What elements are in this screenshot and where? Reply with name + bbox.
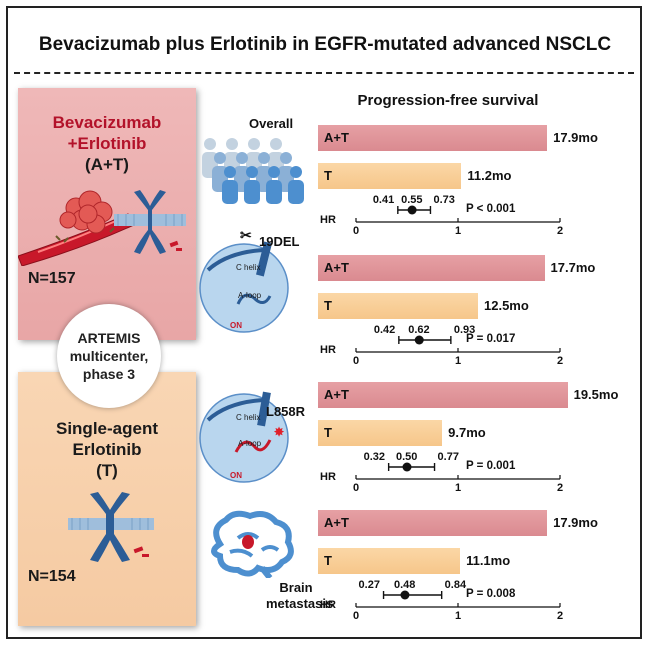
pfs-bar-label-19del-single: T xyxy=(324,298,332,313)
subgroup-label-overall: Overall xyxy=(249,116,294,131)
hr-tick-label-brain-1: 1 xyxy=(454,610,462,622)
svg-text:C helix: C helix xyxy=(236,413,260,422)
hr-value-label-overall-upper: 0.73 xyxy=(433,194,455,206)
pfs-value-overall-single: 11.2mo xyxy=(467,168,512,183)
pfs-bar-label-brain-combo: A+T xyxy=(324,515,349,530)
egfr-kinase-l858r-icon: ✸ A-loop C helix ON xyxy=(199,391,289,483)
hr-value-label-brain-lower: 0.27 xyxy=(358,579,380,591)
p-value-l858r: P = 0.001 xyxy=(466,460,516,472)
hr-tick-label-l858r-2: 2 xyxy=(556,482,564,494)
hr-tick-label-overall-0: 0 xyxy=(352,225,360,237)
hr-value-label-overall-lower: 0.41 xyxy=(372,194,395,206)
subgroup-label-19del: 19DEL xyxy=(259,234,300,249)
hr-tick-label-l858r-1: 1 xyxy=(454,482,462,494)
title-divider xyxy=(14,72,634,74)
combo-arm-line3: (A+T) xyxy=(85,155,129,174)
pfs-bar-label-overall-single: T xyxy=(324,168,332,183)
combo-arm-panel: Bevacizumab +Erlotinib (A+T) xyxy=(18,88,196,340)
pfs-value-brain-combo: 17.9mo xyxy=(553,515,598,530)
pfs-bar-l858r-single xyxy=(318,420,443,446)
pfs-bar-label-l858r-combo: A+T xyxy=(324,387,349,402)
single-arm-n: N=154 xyxy=(28,568,76,585)
hr-tick-label-overall-2: 2 xyxy=(556,225,564,237)
pfs-bar-label-19del-combo: A+T xyxy=(324,260,349,275)
single-arm-line2: Erlotinib xyxy=(72,440,142,459)
hr-tick-label-l858r-0: 0 xyxy=(352,482,360,494)
figure-title: Bevacizumab plus Erlotinib in EGFR-mutat… xyxy=(38,34,612,55)
svg-text:ON: ON xyxy=(230,321,242,330)
hr-tick-label-brain-0: 0 xyxy=(352,610,360,622)
hr-tick-label-overall-1: 1 xyxy=(454,225,462,237)
trial-design-badge: ARTEMIS multicenter, phase 3 xyxy=(57,304,161,408)
pfs-bar-l858r-combo xyxy=(318,382,568,408)
combo-arm-n: N=157 xyxy=(28,270,76,287)
egfr-receptor-icon xyxy=(68,492,154,562)
trial-line3: phase 3 xyxy=(82,366,136,382)
pfs-value-brain-single: 11.1mo xyxy=(466,553,511,568)
egfr-kinase-19del-icon: A-loop C helix ON ✂ xyxy=(199,227,289,333)
pfs-value-19del-single: 12.5mo xyxy=(484,298,529,313)
hr-point-overall xyxy=(407,205,417,215)
trial-line2: multicenter, xyxy=(69,348,149,364)
hr-axis-label-brain: HR xyxy=(320,599,336,611)
combo-arm-line1: Bevacizumab xyxy=(52,113,162,132)
hr-value-label-brain-upper: 0.84 xyxy=(444,579,467,591)
hr-value-label-l858r-lower: 0.32 xyxy=(363,451,386,463)
hr-point-19del xyxy=(414,335,424,345)
hr-value-label-19del-estimate: 0.62 xyxy=(408,324,430,336)
pfs-value-19del-combo: 17.7mo xyxy=(550,260,596,275)
pfs-value-l858r-single: 9.7mo xyxy=(448,425,486,440)
hr-tick-label-brain-2: 2 xyxy=(556,610,564,622)
pfs-bar-label-l858r-single: T xyxy=(324,425,332,440)
hr-axis-label-19del: HR xyxy=(320,344,336,356)
hr-value-label-19del-upper: 0.93 xyxy=(453,324,476,336)
pfs-bar-overall-single xyxy=(318,163,462,189)
hr-value-label-overall-estimate: 0.55 xyxy=(401,194,423,206)
single-arm-line3: (T) xyxy=(96,461,118,480)
svg-text:✂: ✂ xyxy=(240,227,252,243)
hr-point-l858r xyxy=(402,462,412,472)
svg-text:ON: ON xyxy=(230,471,242,480)
hr-tick-label-19del-1: 1 xyxy=(454,355,462,367)
pfs-bar-overall-combo xyxy=(318,125,548,151)
pfs-bar-label-brain-single: T xyxy=(324,553,332,568)
svg-text:A-loop: A-loop xyxy=(238,439,262,448)
hr-point-brain xyxy=(400,590,410,600)
hr-axis-label-l858r: HR xyxy=(320,471,336,483)
pfs-bar-19del-single xyxy=(318,293,478,319)
hr-value-label-brain-estimate: 0.48 xyxy=(393,579,416,591)
pfs-bar-brain-combo xyxy=(318,510,548,536)
hr-value-label-l858r-estimate: 0.50 xyxy=(396,451,418,463)
people-group-icon xyxy=(202,138,304,204)
hr-value-label-l858r-upper: 0.77 xyxy=(437,451,459,463)
svg-text:✸: ✸ xyxy=(273,425,285,439)
p-value-19del: P = 0.017 xyxy=(466,333,516,345)
egfr-receptor-icon xyxy=(114,190,186,254)
hr-tick-label-19del-2: 2 xyxy=(556,355,564,367)
tumor-vessel-icon xyxy=(18,190,137,266)
p-value-overall: P < 0.001 xyxy=(466,203,516,215)
brain-icon xyxy=(211,510,294,578)
pfs-bar-label-overall-combo: A+T xyxy=(324,130,349,145)
p-value-brain: P = 0.008 xyxy=(466,588,516,600)
pfs-value-overall-combo: 17.9mo xyxy=(553,130,598,145)
hr-value-label-19del-lower: 0.42 xyxy=(373,324,396,336)
single-arm-panel: Single-agent Erlotinib (T) N=154 xyxy=(18,372,196,626)
trial-line1: ARTEMIS xyxy=(77,330,141,346)
pfs-title: Progression-free survival xyxy=(357,92,539,109)
svg-text:C helix: C helix xyxy=(236,263,260,272)
svg-text:A-loop: A-loop xyxy=(238,291,262,300)
hr-tick-label-19del-0: 0 xyxy=(352,355,360,367)
subgroup-label-l858r: L858R xyxy=(266,404,306,419)
pfs-value-l858r-combo: 19.5mo xyxy=(573,387,619,402)
pfs-bar-19del-combo xyxy=(318,255,545,281)
single-arm-line1: Single-agent xyxy=(55,419,158,438)
hr-axis-label-overall: HR xyxy=(320,214,336,226)
combo-arm-line2: +Erlotinib xyxy=(67,134,147,153)
pfs-bar-brain-single xyxy=(318,548,461,574)
